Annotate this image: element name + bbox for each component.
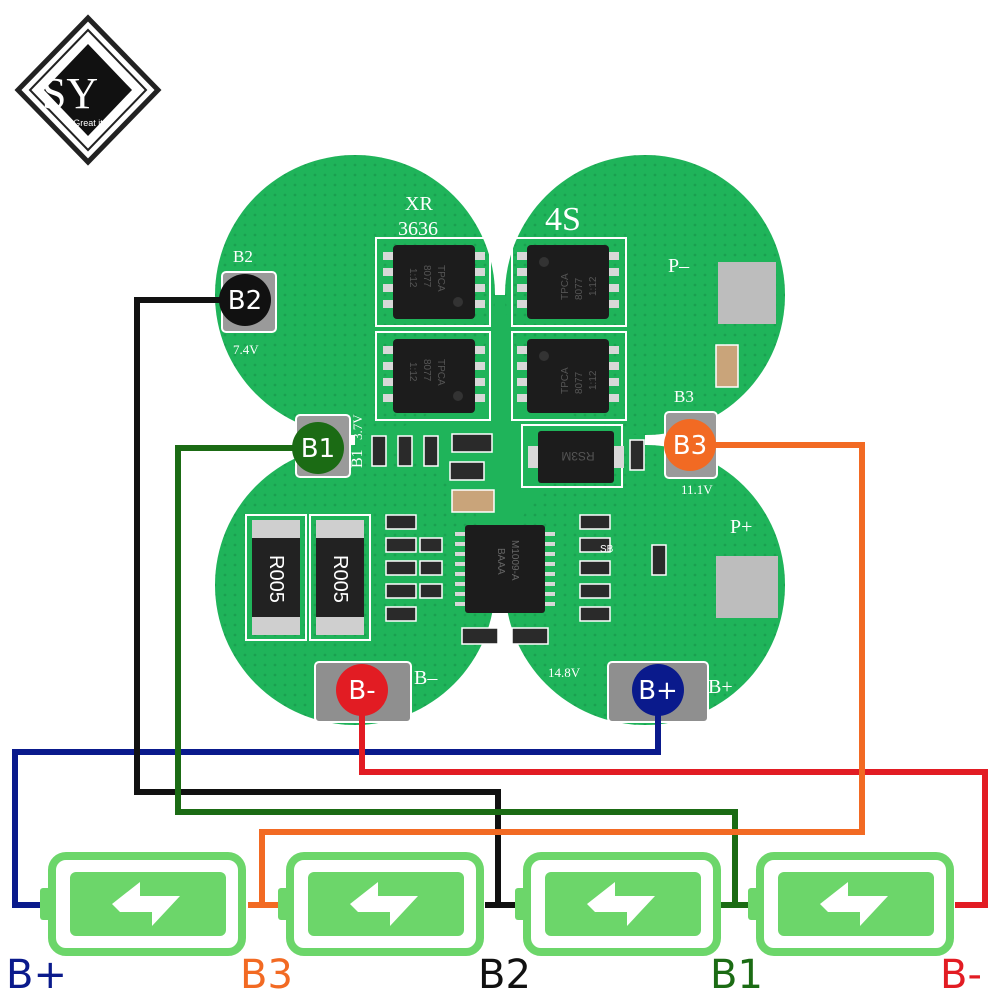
mosfet-3-mark-a: TPCA xyxy=(435,359,446,386)
board-series: 4S xyxy=(545,201,581,238)
mosfet-2-mark-a: TPCA xyxy=(560,273,571,300)
shunt-2-marking: R005 xyxy=(329,555,351,603)
diode-marking: RS3M xyxy=(561,449,594,463)
terminal-label-b3: B3 xyxy=(240,952,293,998)
charge-icon xyxy=(820,882,888,926)
b1-board-label: B1 xyxy=(349,449,366,468)
b1-voltage: 3.7V xyxy=(350,414,365,440)
p-minus-label: P– xyxy=(668,255,690,277)
b-minus-wire xyxy=(359,690,988,908)
b1-callout-label: B1 xyxy=(301,434,335,464)
terminal-label-b1: B1 xyxy=(710,952,763,998)
board-brand: XR xyxy=(405,193,433,215)
b2-wire xyxy=(134,297,515,908)
board-model: 3636 xyxy=(398,218,438,240)
b3-voltage: 11.1V xyxy=(681,482,713,497)
pcb-board: XR 3636 4S P– P+ B– B+ 14.8V B2 7.4V B3 … xyxy=(192,137,808,757)
b2-callout: B2 xyxy=(219,274,271,326)
b3-callout: B3 xyxy=(664,419,716,471)
pad-callouts: B2 B1 B3 B- B+ xyxy=(219,274,716,716)
b-minus-callout: B- xyxy=(336,664,388,716)
terminal-label-b2: B2 xyxy=(478,952,531,998)
b-plus-voltage: 14.8V xyxy=(548,665,581,680)
mosfet-4-mark-c: 1:12 xyxy=(588,370,599,390)
b3-wire xyxy=(248,442,865,908)
shunt-1-marking: R005 xyxy=(265,555,287,603)
wiring xyxy=(12,297,988,908)
b2-callout-label: B2 xyxy=(228,286,262,316)
terminal-label-b-plus: B+ xyxy=(6,952,67,998)
protection-ic: M1009-A BAAA xyxy=(455,525,555,613)
b-minus-board-label: B– xyxy=(414,667,438,689)
battery-pack xyxy=(40,852,954,956)
charge-icon xyxy=(112,882,180,926)
ic-marking-a: M1009-A xyxy=(509,540,520,581)
logo-letter-s: SY xyxy=(42,69,98,118)
mosfet-2-mark-c: 1:12 xyxy=(588,276,599,296)
mosfet-1-mark-b: 8077 xyxy=(421,265,432,288)
terminal-label-b-minus: B- xyxy=(940,952,982,998)
logo-tagline: Great it xyxy=(73,118,103,128)
mosfet-1-mark-c: 1:12 xyxy=(407,268,418,288)
b1-callout: B1 xyxy=(292,422,344,474)
mosfet-3-mark-c: 1:12 xyxy=(407,362,418,382)
b3-callout-label: B3 xyxy=(673,431,707,461)
charge-icon xyxy=(587,882,655,926)
brand-logo: SY Great it xyxy=(14,14,162,166)
b-plus-wire xyxy=(12,690,661,908)
terminal-labels: B+ B3 B2 B1 B- xyxy=(6,952,982,998)
b-plus-callout-label: B+ xyxy=(638,676,678,706)
battery-cell-2 xyxy=(278,852,484,956)
b-plus-callout: B+ xyxy=(632,664,684,716)
mosfet-4-mark-a: TPCA xyxy=(560,367,571,394)
b2-voltage: 7.4V xyxy=(233,342,259,357)
smd-components xyxy=(371,344,739,645)
b-minus-callout-label: B- xyxy=(348,676,375,706)
diode-rs3m: RS3M xyxy=(521,424,624,488)
battery-cell-4 xyxy=(748,852,954,956)
mosfet-1-mark-a: TPCA xyxy=(435,265,446,292)
shunt-resistors: R005 R005 xyxy=(245,514,371,641)
battery-cell-1 xyxy=(40,852,246,956)
mosfet-array: TPCA 8077 1:12 TPCA 8077 1:12 TPCA 8077 … xyxy=(375,237,627,421)
b-plus-board-label: B+ xyxy=(708,676,733,698)
mosfet-3-mark-b: 8077 xyxy=(421,359,432,382)
mosfet-2-mark-b: 8077 xyxy=(574,277,585,300)
b3-board-label: B3 xyxy=(674,387,694,406)
p-plus-label: P+ xyxy=(730,516,752,538)
ic-marking-b: BAAA xyxy=(495,548,506,575)
charge-icon xyxy=(350,882,418,926)
b2-board-label: B2 xyxy=(233,247,253,266)
smd-marking: SB xyxy=(600,544,614,555)
battery-cell-3 xyxy=(515,852,721,956)
mosfet-4-mark-b: 8077 xyxy=(574,371,585,394)
